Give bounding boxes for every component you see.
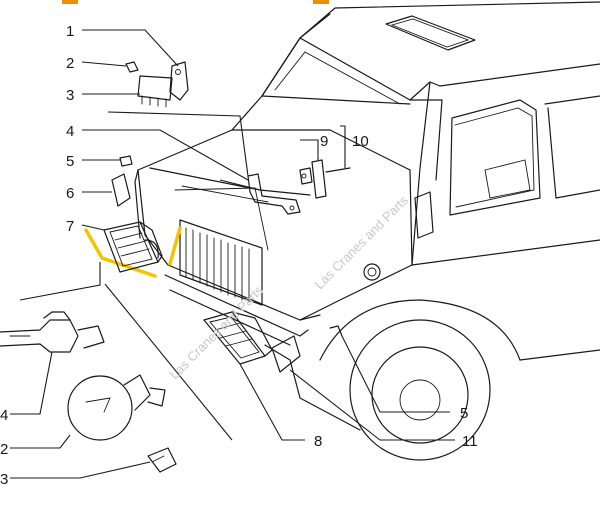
accent-mark-right — [313, 0, 329, 4]
watermark-2: Las Cranes and Parts — [312, 192, 412, 292]
callout-8: 8 — [314, 433, 322, 450]
screw-5 — [119, 155, 133, 167]
small-bulb-3 — [147, 447, 177, 473]
nut-2 — [125, 61, 139, 73]
callout-9: 9 — [320, 133, 328, 150]
front-lamp-assembly — [203, 311, 301, 373]
relay-3 — [137, 75, 173, 101]
screw-5b — [329, 325, 343, 337]
halogen-bulb-4 — [0, 319, 79, 353]
bracket-4 — [247, 173, 301, 215]
sunroof — [385, 15, 476, 51]
callout-1: 1 — [66, 23, 74, 40]
fog-lamp-assembly — [84, 221, 182, 278]
bolt-parts — [299, 159, 351, 199]
bulb-set — [0, 311, 177, 473]
round-bulb-2 — [67, 375, 133, 441]
callout-7: 7 — [66, 218, 74, 235]
leader-lines — [10, 29, 455, 479]
callout-3-bulb: 3 — [0, 471, 8, 488]
highlight-outline-right — [168, 226, 182, 266]
clip-6 — [111, 173, 131, 207]
bracket-parts — [125, 61, 189, 108]
watermark: Las Cranes and Parts — [167, 282, 267, 382]
callout-4: 4 — [66, 123, 74, 140]
front-grille — [179, 219, 263, 306]
side-mirror — [414, 191, 434, 239]
callout-5: 5 — [66, 153, 74, 170]
callout-5-screw: 5 — [460, 405, 468, 422]
callout-10: 10 — [352, 133, 369, 150]
front-wheel — [349, 319, 491, 461]
highlight-outline-lower — [84, 228, 157, 278]
accent-mark-left — [62, 0, 78, 4]
side-window — [449, 99, 541, 216]
bracket-1 — [169, 61, 189, 101]
callout-11: 11 — [462, 433, 478, 450]
callout-3: 3 — [66, 87, 74, 104]
callout-2: 2 — [66, 55, 74, 72]
callout-6: 6 — [66, 185, 74, 202]
callout-2-bulb: 2 — [0, 441, 8, 458]
callout-4-bulb: 4 — [0, 407, 8, 424]
